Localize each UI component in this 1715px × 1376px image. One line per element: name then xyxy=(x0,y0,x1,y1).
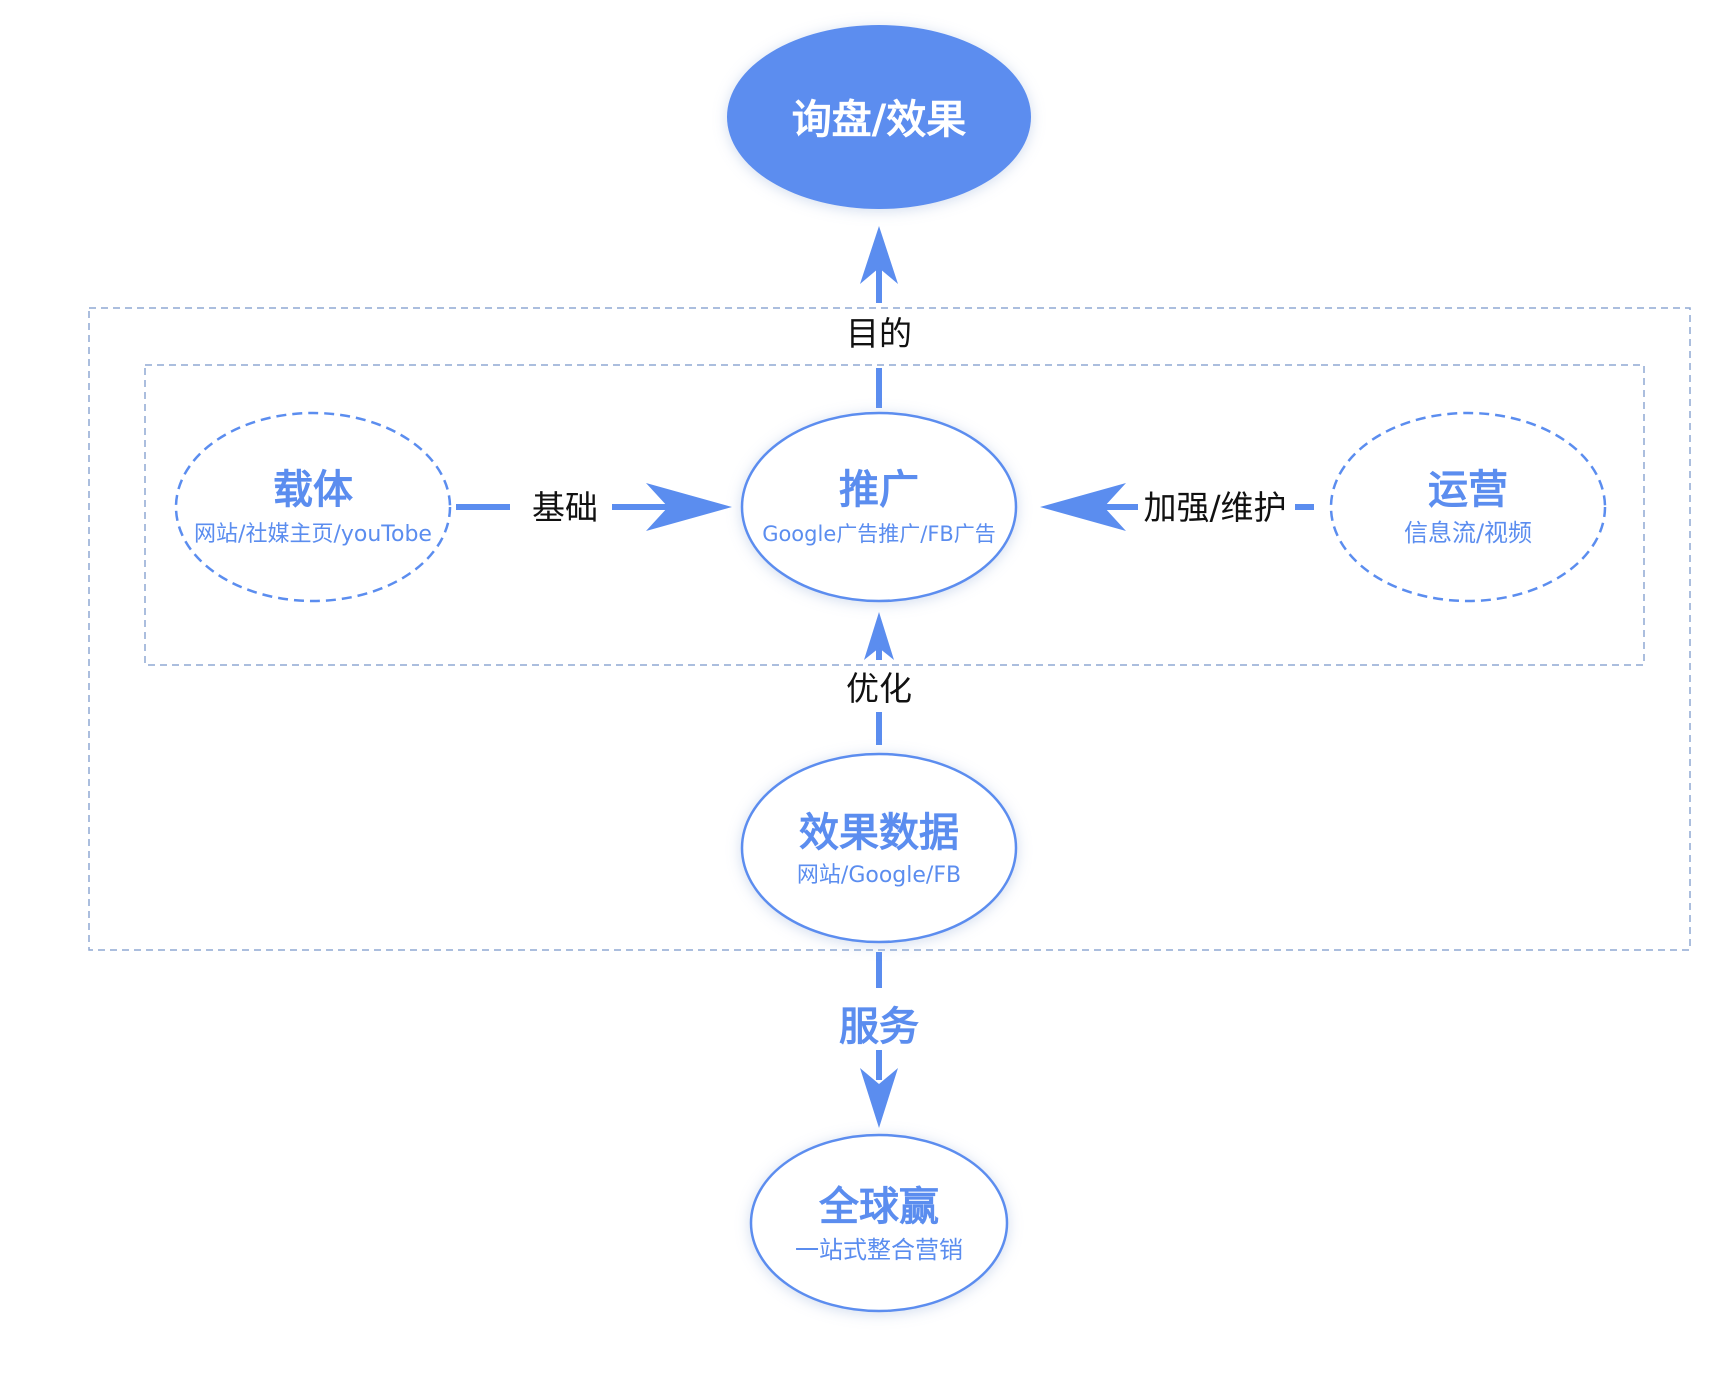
node-result-shape xyxy=(749,1133,1009,1313)
outer-dashed-frame xyxy=(88,307,1691,951)
arrowhead-up-promotion xyxy=(864,612,894,660)
node-operation: 运营 信息流/视频 xyxy=(1329,411,1607,603)
node-goal: 询盘/效果 xyxy=(727,25,1031,209)
node-promotion-subtitle: Google广告推广/FB广告 xyxy=(762,522,996,546)
node-promotion: 推广 Google广告推广/FB广告 xyxy=(740,411,1018,603)
node-result-title: 全球赢 xyxy=(818,1184,939,1230)
node-carrier-shape xyxy=(174,411,452,603)
edge-optimize: 优化 xyxy=(846,612,912,745)
edge-service-label: 服务 xyxy=(839,1004,919,1050)
node-promotion-title: 推广 xyxy=(839,467,919,513)
node-carrier: 载体 网站/社媒主页/youTobe xyxy=(174,411,452,603)
edge-strengthen-label: 加强/维护 xyxy=(1143,488,1286,527)
node-data-shape xyxy=(740,752,1018,944)
arrowhead-down-result xyxy=(860,1068,898,1128)
edge-purpose: 目的 xyxy=(846,226,912,408)
edge-purpose-label: 目的 xyxy=(846,314,912,353)
node-result: 全球赢 一站式整合营销 xyxy=(749,1133,1009,1313)
node-carrier-title: 载体 xyxy=(273,467,353,513)
edge-optimize-label: 优化 xyxy=(846,669,912,708)
node-operation-shape xyxy=(1329,411,1607,603)
node-carrier-subtitle: 网站/社媒主页/youTobe xyxy=(194,522,432,547)
node-operation-title: 运营 xyxy=(1428,467,1508,513)
edge-foundation: 基础 xyxy=(456,483,732,531)
node-data-title: 效果数据 xyxy=(799,810,959,856)
node-operation-subtitle: 信息流/视频 xyxy=(1404,519,1532,547)
arrowhead-left-promotion xyxy=(1040,483,1126,531)
edge-strengthen: 加强/维护 xyxy=(1040,483,1314,531)
node-data: 效果数据 网站/Google/FB xyxy=(740,752,1018,944)
arrowhead-up-goal xyxy=(860,226,898,284)
node-goal-shape xyxy=(727,25,1031,209)
arrowhead-right-promotion xyxy=(646,483,732,531)
edge-service: 服务 xyxy=(839,952,919,1128)
node-data-subtitle: 网站/Google/FB xyxy=(797,863,961,888)
node-promotion-shape xyxy=(740,411,1018,603)
node-goal-title: 询盘/效果 xyxy=(792,97,967,143)
node-result-subtitle: 一站式整合营销 xyxy=(795,1236,963,1264)
inner-dashed-frame xyxy=(144,364,1645,666)
edge-foundation-label: 基础 xyxy=(532,488,598,527)
